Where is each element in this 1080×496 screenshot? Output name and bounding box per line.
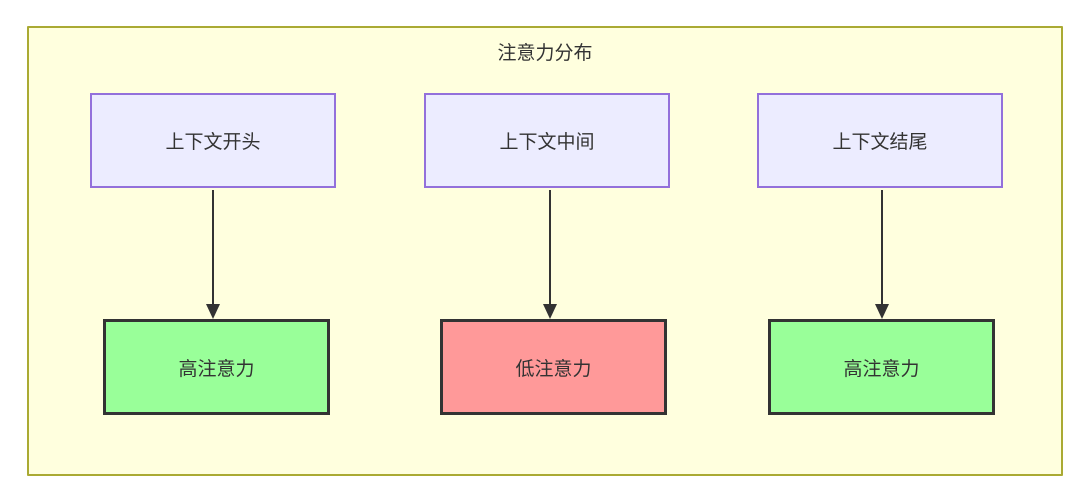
node-label: 上下文结尾 [832,132,928,153]
node-label: 上下文中间 [499,132,595,153]
node-attention-middle: 低注意力 [440,319,667,415]
node-context-start: 上下文开头 [90,93,336,188]
node-attention-start: 高注意力 [103,319,330,415]
diagram-title: 注意力分布 [497,43,593,64]
node-label: 上下文开头 [165,132,261,153]
node-label: 高注意力 [843,358,920,380]
node-context-end: 上下文结尾 [757,93,1003,188]
node-attention-end: 高注意力 [768,319,995,415]
node-context-middle: 上下文中间 [424,93,670,188]
node-label: 高注意力 [178,358,255,380]
node-label: 低注意力 [515,358,592,380]
